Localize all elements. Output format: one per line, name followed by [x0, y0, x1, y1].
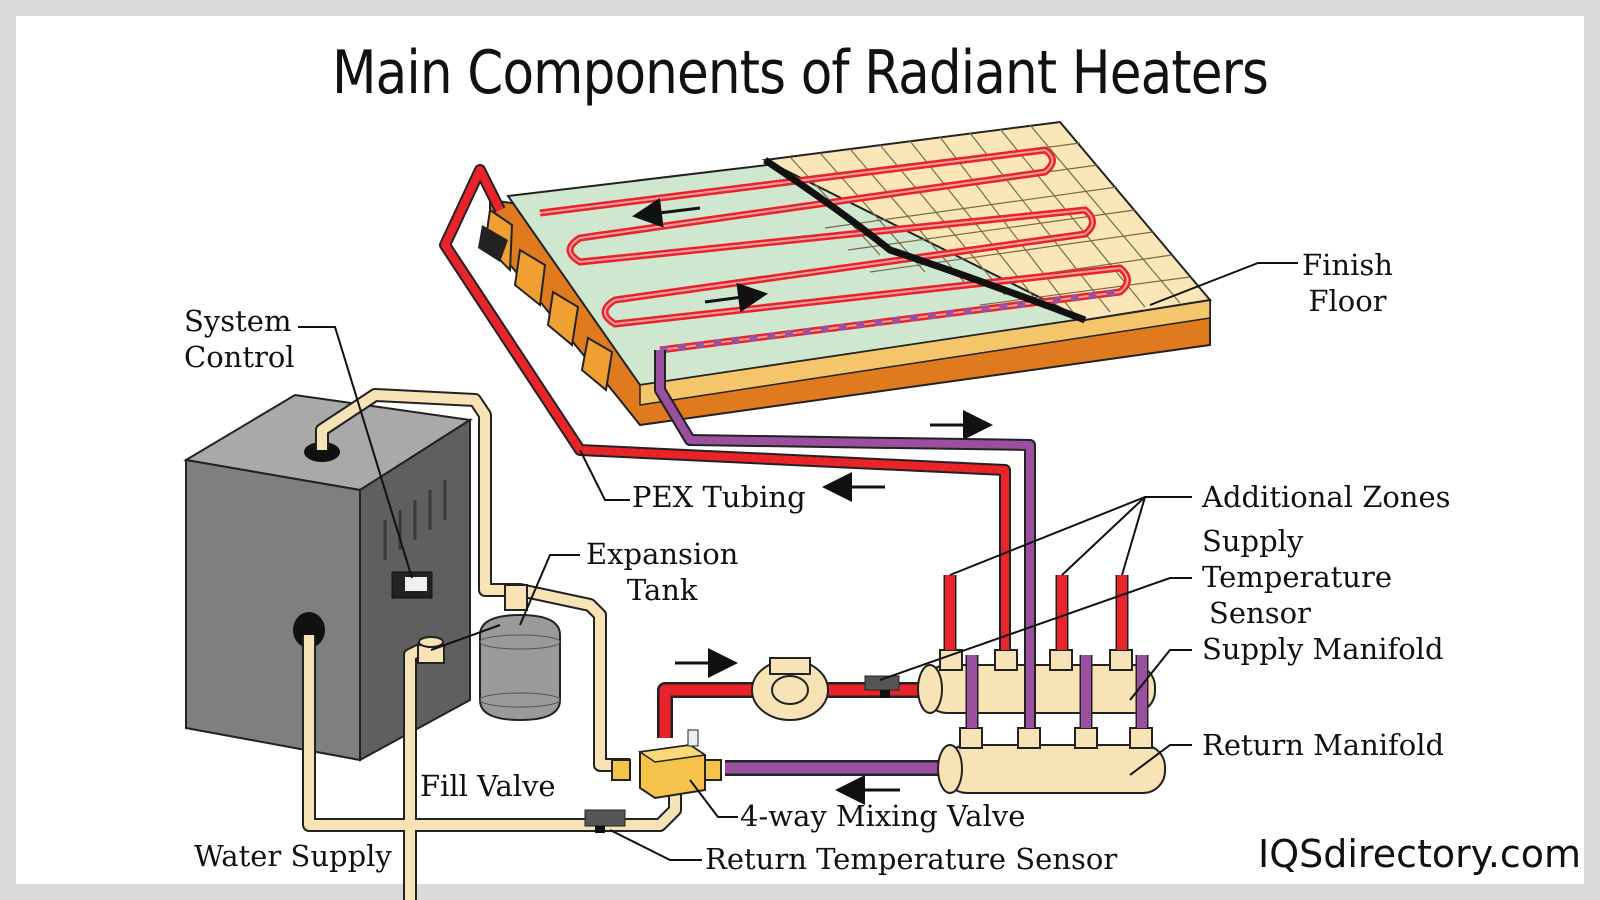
label-fill-valve: Fill Valve — [420, 769, 556, 803]
fill-valve — [417, 636, 445, 664]
joist — [546, 290, 580, 347]
label-expansion-tank: Expansion Tank — [586, 537, 739, 607]
mixing-valve — [611, 729, 722, 800]
joist — [580, 336, 614, 392]
brand-watermark: IQSdirectory.com — [1258, 832, 1582, 876]
floor-cutaway-line — [763, 157, 1087, 324]
label-finish-floor: Finish Floor — [1302, 248, 1393, 318]
label-return-manifold: Return Manifold — [1202, 728, 1445, 762]
label-mixing-valve: 4-way Mixing Valve — [740, 799, 1026, 833]
return-manifold — [937, 727, 1166, 794]
supply-temperature-sensor — [864, 675, 900, 691]
pex-return-tube — [656, 350, 1034, 728]
diagram-title: Main Components of Radiant Heaters — [332, 38, 1269, 108]
boiler — [183, 393, 473, 762]
label-supply-temperature-sensor: Supply Temperature Sensor — [1202, 524, 1392, 630]
label-water-supply: Water Supply — [194, 839, 392, 873]
label-additional-zones: Additional Zones — [1202, 480, 1451, 514]
leader-lines — [298, 262, 1298, 861]
expansion-tank — [479, 584, 561, 722]
pex-supply-tube — [441, 166, 1009, 650]
label-return-temperature-sensor: Return Temperature Sensor — [705, 842, 1118, 876]
return-temperature-sensor — [584, 809, 626, 827]
joist — [513, 248, 547, 307]
circulator-pump — [751, 657, 829, 721]
label-system-control: System Control — [184, 304, 295, 374]
floor-assembly — [478, 120, 1212, 427]
supply-manifold — [917, 649, 1156, 714]
label-pex-tubing: PEX Tubing — [632, 480, 806, 514]
label-supply-manifold: Supply Manifold — [1202, 632, 1444, 666]
flow-arrows — [675, 410, 993, 805]
